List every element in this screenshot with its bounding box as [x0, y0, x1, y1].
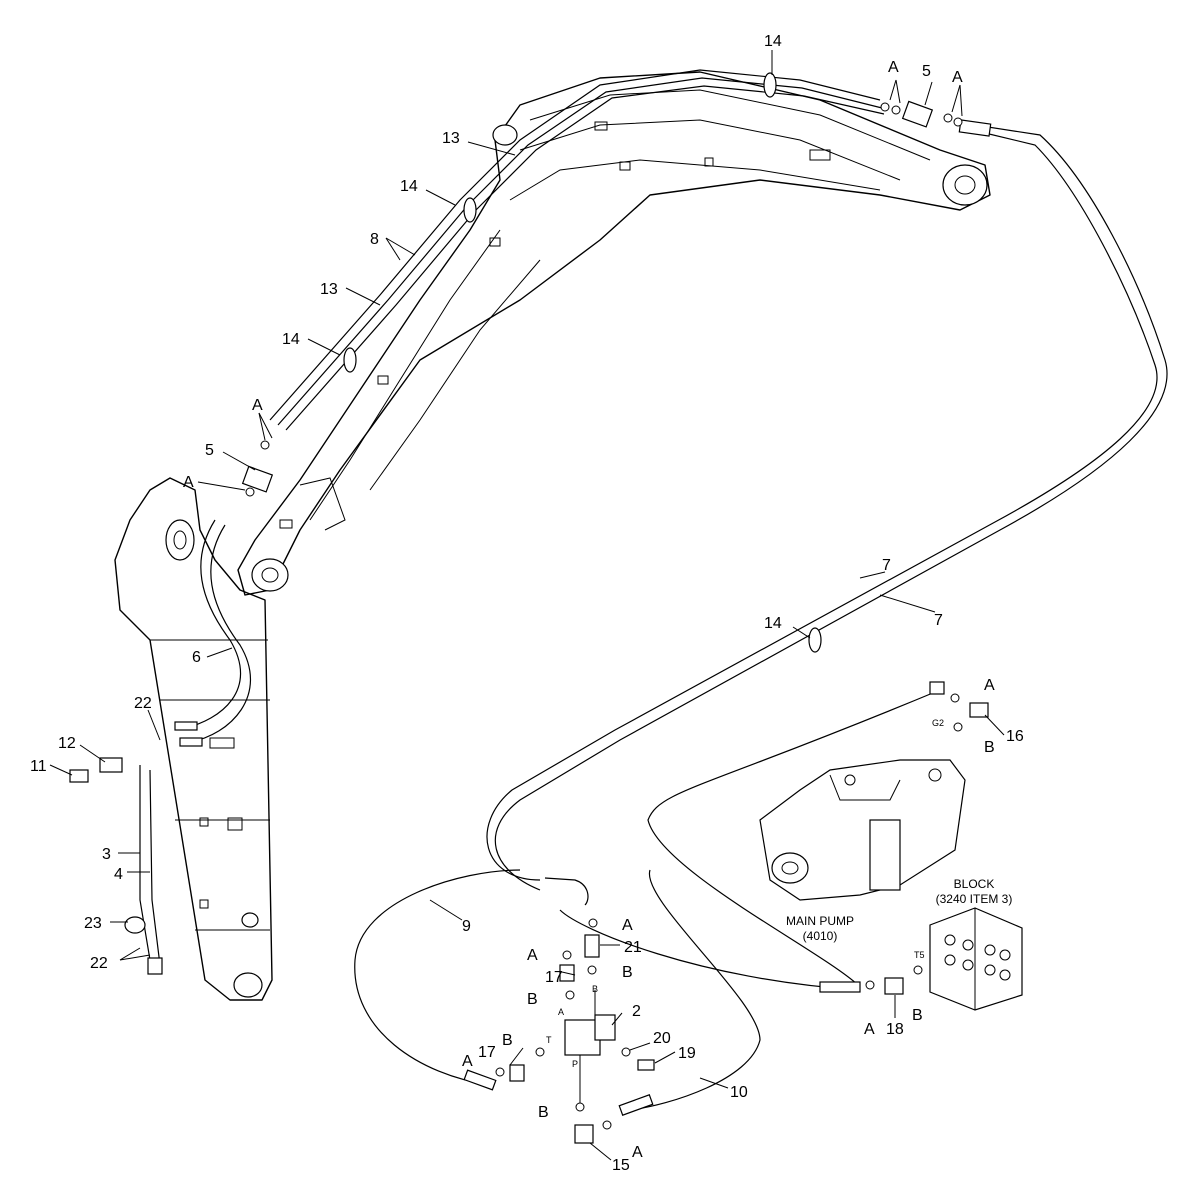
callout-a-bottom: A: [864, 1021, 875, 1038]
callout-a-valve-top: A: [622, 917, 633, 934]
callout-14-upper: 14: [400, 178, 418, 195]
port-label-b: B: [592, 984, 598, 994]
callout-b-valve-mid: B: [527, 991, 538, 1008]
callout-a-valve-left: A: [462, 1053, 473, 1070]
callout-16: 16: [1006, 728, 1024, 745]
callout-19: 19: [678, 1045, 696, 1062]
callout-3: 3: [102, 846, 111, 863]
boom-pipes: [241, 69, 934, 493]
callout-a-valve-bottom: A: [632, 1144, 643, 1161]
callout-8: 8: [370, 231, 379, 248]
hoses-7: [486, 119, 1168, 891]
callout-23: 23: [84, 915, 102, 932]
fitting-21: [584, 934, 600, 958]
fitting-15: [574, 1124, 594, 1144]
port-label-t: T: [546, 1035, 552, 1045]
block: [929, 907, 1023, 1011]
callout-7-lower: 7: [934, 612, 943, 629]
callout-11: 11: [30, 758, 47, 775]
callout-b-block: B: [912, 1007, 923, 1024]
bracket-5-left: [241, 465, 274, 493]
fitting-top-right: [929, 681, 945, 695]
clamp-14-mid: [343, 347, 357, 373]
callout-17-top: 17: [545, 969, 563, 986]
main-pump: [759, 759, 966, 901]
callout-14-mid: 14: [282, 331, 300, 348]
callout-b-valve-bottom: B: [538, 1104, 549, 1121]
callout-13-lower: 13: [320, 281, 338, 298]
leader-lines: [49, 50, 1005, 1161]
callout-7-upper: 7: [882, 557, 891, 574]
callout-4: 4: [114, 866, 123, 883]
hoses-6: [174, 519, 252, 747]
callout-12: 12: [58, 735, 76, 752]
callout-b-pump: B: [984, 739, 995, 756]
valve-2: [509, 934, 655, 1144]
callout-a-boom: A: [252, 397, 263, 414]
callout-a-top-1: A: [888, 59, 899, 76]
callout-14-lower: 14: [764, 615, 782, 632]
callout-a-top-2: A: [952, 69, 963, 86]
fitting-18: [884, 977, 904, 995]
callout-a-pump: A: [984, 677, 995, 694]
callout-22-bottom: 22: [90, 955, 108, 972]
callout-b-valve-left: B: [502, 1032, 513, 1049]
callout-20: 20: [653, 1030, 671, 1047]
main-pump-name: MAIN PUMP: [786, 914, 854, 928]
callout-9: 9: [462, 918, 471, 935]
bolt-19: [637, 1059, 655, 1071]
callout-2: 2: [632, 1003, 641, 1020]
callout-5-top: 5: [922, 63, 931, 80]
bolt-11: [69, 769, 89, 783]
pipes-3-4: [69, 757, 163, 975]
main-pump-code: (4010): [803, 929, 838, 943]
callout-b-valve-top: B: [622, 964, 633, 981]
bracket-12: [99, 757, 123, 773]
port-label-g2: G2: [932, 718, 944, 728]
port-label-p: P: [572, 1059, 578, 1069]
port-label-a: A: [558, 1007, 564, 1017]
fitting-16: [969, 702, 989, 718]
callout-21: 21: [624, 939, 642, 956]
callout-13-upper: 13: [442, 130, 460, 147]
callout-6: 6: [192, 649, 201, 666]
clamp-23: [124, 916, 146, 934]
fitting-22-lower: [147, 957, 163, 975]
callout-17-left: 17: [478, 1044, 496, 1061]
callout-14-top: 14: [764, 33, 782, 50]
arm: [114, 477, 273, 1001]
callout-5-left: 5: [205, 442, 214, 459]
callouts: 14 13 14 8 13 14 A 5 A 6 22 12 11 3 4 23…: [30, 33, 1024, 1174]
clamp-14-upper: [463, 197, 477, 223]
block-name: BLOCK: [954, 877, 995, 891]
clamp-14-top: [763, 72, 777, 98]
clamp-14-lower: [808, 627, 822, 653]
boom: [237, 71, 991, 596]
bracket-5-top: [901, 100, 934, 128]
block-code: (3240 ITEM 3): [936, 892, 1013, 906]
oring-20: [621, 1047, 631, 1057]
port-label-t5: T5: [914, 950, 925, 960]
o-rings: [245, 102, 963, 1130]
callout-15: 15: [612, 1157, 630, 1174]
callout-a-arm: A: [183, 474, 194, 491]
callout-18: 18: [886, 1021, 904, 1038]
fitting-17-left: [509, 1064, 525, 1082]
hoses-9-10: [354, 689, 941, 1116]
callout-22-top: 22: [134, 695, 152, 712]
callout-10: 10: [730, 1084, 748, 1101]
callout-a-valve-mid: A: [527, 947, 538, 964]
